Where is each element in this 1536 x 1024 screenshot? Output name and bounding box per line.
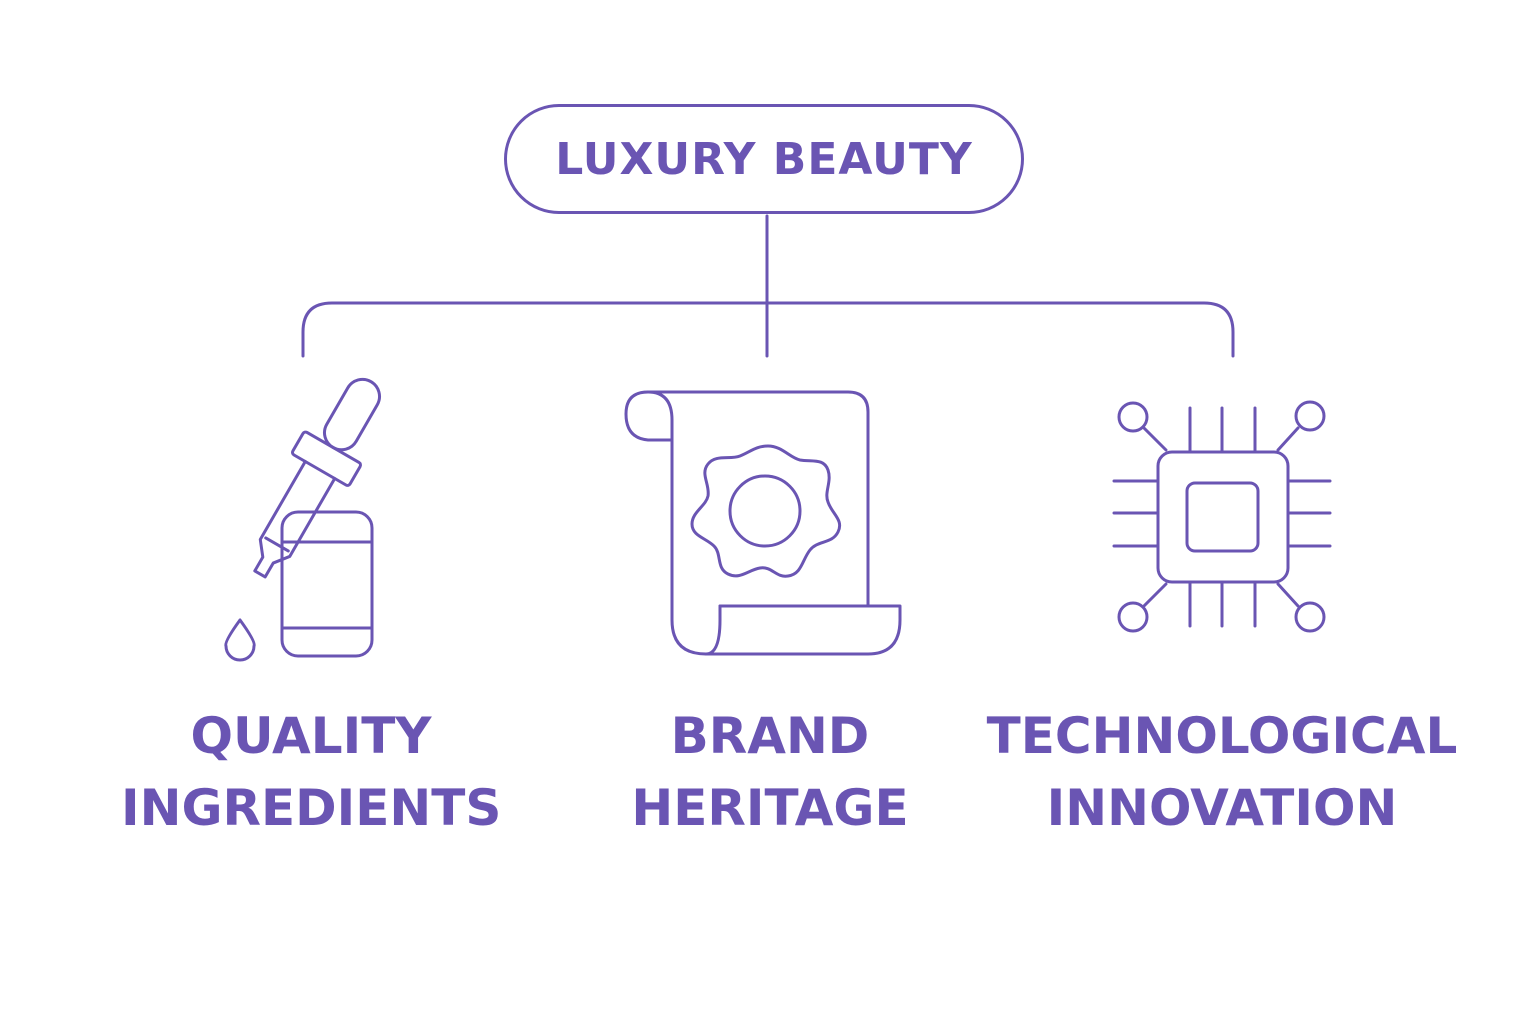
branch-label-line2: HERITAGE	[631, 779, 909, 837]
branch-connector	[301, 301, 1235, 358]
branch-label-line2: INNOVATION	[1046, 779, 1398, 837]
root-node: LUXURY BEAUTY	[504, 104, 1024, 214]
branch-label-brand-heritage: BRAND HERITAGE	[580, 700, 960, 844]
branch-label-line1: TECHNOLOGICAL	[986, 707, 1458, 765]
root-label: LUXURY BEAUTY	[555, 133, 973, 185]
microchip-icon	[1112, 400, 1332, 633]
branch-label-line1: BRAND	[670, 707, 870, 765]
branch-label-quality-ingredients: QUALITY INGREDIENTS	[121, 700, 501, 844]
branch-label-line1: QUALITY	[190, 707, 432, 765]
branch-label-line2: INGREDIENTS	[121, 779, 502, 837]
branch-label-technological-innovation: TECHNOLOGICAL INNOVATION	[982, 700, 1462, 844]
scroll-seal-icon	[624, 390, 902, 656]
dropper-bottle-icon	[224, 377, 381, 662]
